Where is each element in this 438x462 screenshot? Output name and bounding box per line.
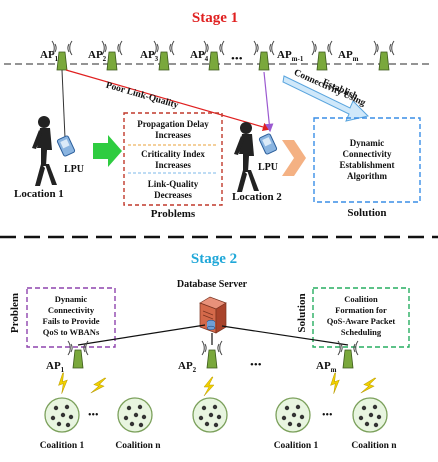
stage2-title: Stage 2	[191, 251, 237, 267]
antenna-icon	[101, 40, 123, 71]
antenna-icon	[253, 40, 275, 71]
location1-lpu-label: LPU	[64, 164, 84, 175]
solution-line-1: Dynamic	[350, 138, 385, 148]
problem-1-line1: Propagation Delay	[137, 119, 209, 129]
coalition-label-3: Coalition 1	[274, 441, 319, 451]
server-to-ap1-link	[77, 324, 206, 346]
location2-lpu-label: LPU	[258, 162, 278, 173]
problem2-line-2: Connectivity	[48, 305, 95, 315]
chevron-arrow-icon	[282, 140, 306, 176]
server-to-apm-link	[221, 325, 349, 346]
poor-link-arrow	[65, 69, 272, 132]
lightning-icon	[54, 372, 72, 395]
ap1-to-lpu-link	[61, 69, 66, 139]
stage1-ap-label-m: APm	[338, 49, 359, 63]
stage1-ap-label-3: AP3	[140, 49, 159, 63]
solution2-line-3: QoS-Aware Packet	[327, 316, 396, 326]
coalition-icon	[44, 397, 80, 433]
problem-3-line1: Link-Quality	[148, 179, 199, 189]
location1-label: Location 1	[14, 188, 64, 200]
antenna-icon	[203, 40, 225, 71]
lightning-icon	[203, 376, 215, 397]
coalition-icon	[275, 397, 311, 433]
walking-person-icon	[234, 122, 259, 192]
stage2-ap-label-m: APm	[316, 360, 337, 374]
solution2-box	[312, 287, 410, 348]
stage1-ellipsis: •••	[231, 53, 243, 65]
coalition-label-4: Coalition n	[351, 441, 397, 451]
stage2-ap-label-2: AP2	[178, 360, 197, 374]
problem2-line-3: Fails to Provide	[43, 316, 100, 326]
lightning-icon	[326, 372, 344, 395]
lpu-device-icon	[258, 132, 278, 156]
solution-side-label: Solution	[296, 293, 308, 332]
problem2-box	[26, 287, 116, 348]
problem2-line-4: QoS to WBANs	[43, 327, 100, 337]
solution-line-3: Establishment	[339, 160, 394, 170]
antenna-icon	[201, 340, 223, 369]
problem-2-line1: Criticality Index	[141, 149, 205, 159]
antenna-icon	[311, 40, 333, 71]
stage1-ap-label-4: AP4	[190, 49, 209, 63]
stage1-ap-label-2: AP2	[88, 49, 107, 63]
database-label: Database Server	[177, 279, 248, 290]
coalition-icon	[192, 397, 228, 433]
solution2-line-4: Scheduling	[341, 327, 382, 337]
problems-box	[123, 112, 223, 206]
solution-caption: Solution	[347, 207, 386, 219]
solution2-line-2: Formation for	[335, 305, 387, 315]
solution-line-2: Connectivity	[343, 149, 392, 159]
poor-link-label: Poor Link-Quality	[105, 81, 180, 111]
problems-caption: Problems	[151, 208, 196, 220]
antenna-icon	[373, 40, 395, 71]
database-server-icon	[199, 296, 227, 334]
coalition-icon	[117, 397, 153, 433]
problem-2-line2: Increases	[155, 160, 191, 170]
coalition-icon	[352, 397, 388, 433]
coalition-ellipsis-2: •••	[322, 410, 333, 421]
stage2-ap-label-1: AP1	[46, 360, 65, 374]
solution-line-4: Algorithm	[347, 171, 387, 181]
stage1-title: Stage 1	[192, 10, 238, 26]
stage1-ap-label-1: AP1	[40, 49, 59, 63]
location2-label: Location 2	[232, 191, 282, 203]
green-arrow-icon	[93, 135, 122, 167]
lpu-device-icon	[56, 134, 76, 158]
antenna-icon	[67, 340, 89, 369]
antenna-icon	[153, 40, 175, 71]
problem-side-label: Problem	[9, 293, 21, 333]
lightning-icon	[360, 374, 377, 397]
lightning-icon	[90, 374, 107, 397]
stage2-ellipsis-top-1: •••	[250, 359, 262, 371]
problem2-line-1: Dynamic	[55, 294, 88, 304]
problem-1-line2: Increases	[155, 130, 191, 140]
solution2-line-1: Coalition	[344, 294, 378, 304]
problem-3-line2: Decreases	[154, 190, 192, 200]
coalition-label-2: Coalition n	[115, 441, 161, 451]
establish-connectivity-arrow	[263, 71, 274, 133]
antenna-icon	[337, 340, 359, 369]
coalition-label-1: Coalition 1	[40, 441, 85, 451]
coalition-ellipsis-1: •••	[88, 410, 99, 421]
walking-person-icon	[32, 116, 57, 186]
stage1-ap-label-m1: APm-1	[277, 49, 304, 63]
solution-box	[313, 117, 421, 203]
